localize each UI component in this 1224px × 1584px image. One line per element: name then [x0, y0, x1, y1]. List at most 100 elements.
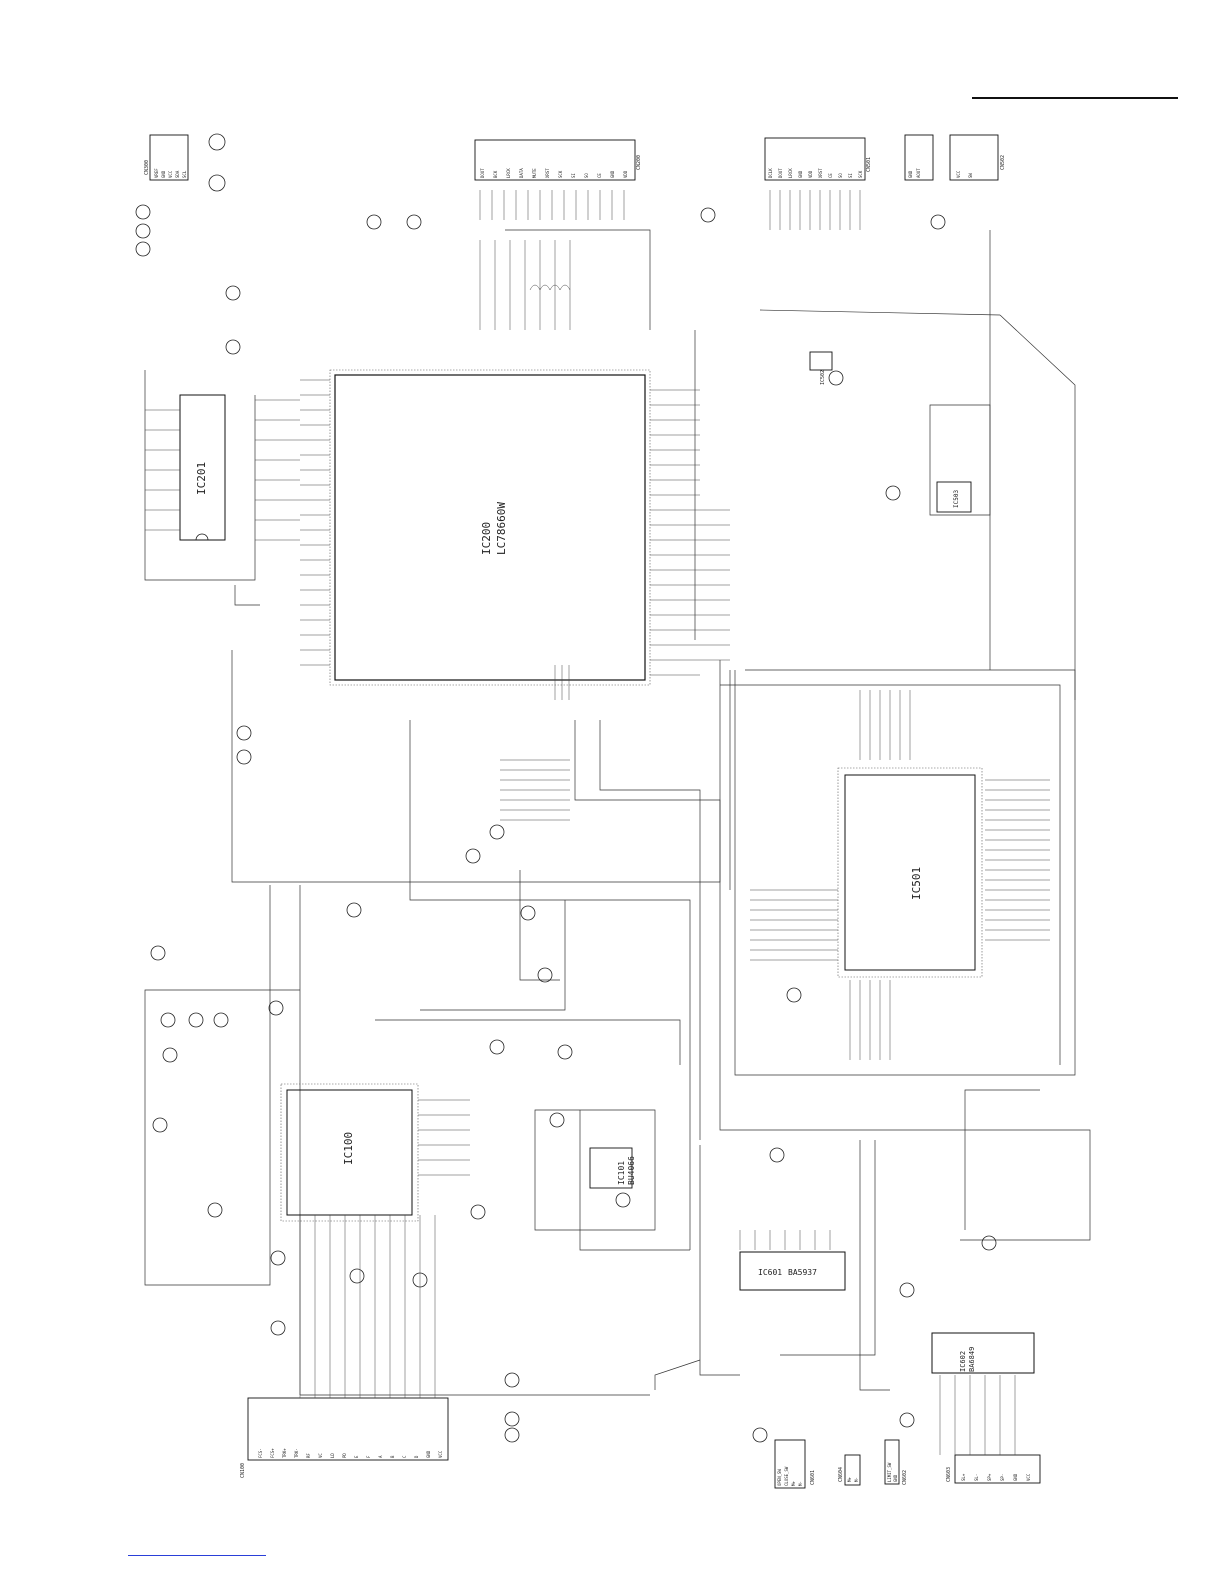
cn100-pin: FCS+: [270, 1448, 275, 1458]
test-point: [520, 905, 536, 921]
trace: [859, 1140, 890, 1391]
cn200-connector: CN200 DOUT BCK LRCK DATA MUTE XRST SCK S…: [474, 139, 642, 181]
ic601-package: IC601 BA5937: [739, 1251, 846, 1291]
test-point: [366, 214, 382, 230]
cn100-pin: B: [390, 1455, 395, 1458]
cn501-pin: SI: [848, 173, 853, 178]
cn100-connector: CN100 FCS- FCS+ TRK+ TRK- RF VC LD PD E …: [240, 1397, 449, 1478]
trace: [375, 1019, 681, 1065]
footer-link-underline[interactable]: [128, 1555, 266, 1556]
cn501-pin: SCK: [858, 170, 863, 178]
trace: [720, 684, 1061, 1065]
cn501-connector: CN501 DCLK DOUT LRCK GND VDD XRST CE SO …: [764, 137, 872, 181]
cn601-pin: M+: [791, 1481, 796, 1486]
test-point: [489, 824, 505, 840]
trace: [964, 1089, 1040, 1230]
ic601-ref: IC601: [758, 1268, 782, 1277]
cn502-connector: CN502 GND AOUT VCC SW: [904, 134, 1006, 181]
cn601-pin: CLOSE_SW: [784, 1466, 789, 1486]
trace: [574, 720, 1091, 1241]
test-point: [270, 1320, 286, 1336]
cn100-pin: E: [354, 1455, 359, 1458]
cn603-pin: VCC: [1026, 1473, 1031, 1481]
trace: [144, 370, 256, 581]
cn200-ref: CN200: [636, 155, 642, 170]
cn100-pin: FCS-: [258, 1448, 263, 1458]
cn603-pin: SP-: [1000, 1474, 1005, 1481]
test-point: [981, 1235, 997, 1251]
ic200-ref: IC200: [480, 522, 493, 555]
cn100-ref: CN100: [240, 1463, 246, 1478]
test-point: [135, 204, 151, 220]
ic503-ref: IC503: [953, 490, 960, 508]
cn300-pin: VCC: [168, 170, 173, 178]
cn100-pin: C: [402, 1455, 407, 1458]
cn100-pin: F: [366, 1455, 371, 1458]
ic101-package: IC101 BU4066: [589, 1147, 636, 1189]
test-point: [504, 1411, 520, 1427]
trace: [505, 229, 651, 330]
trace: [234, 585, 260, 606]
cn300-connector: CN300 VREF GND VCC SDA SCL: [144, 134, 189, 181]
cn602-pin: GND: [893, 1474, 898, 1482]
cn300-pin: SDA: [175, 170, 180, 178]
test-point: [504, 1427, 520, 1443]
trace: [734, 669, 1076, 1076]
cn100-pin: LD: [330, 1453, 335, 1458]
cn603-pin: SL-: [974, 1474, 979, 1481]
test-point: [899, 1282, 915, 1298]
cn200-pin: LRCK: [506, 168, 511, 178]
cn601-connector: CN601 OPEN_SW CLOSE_SW M+ M-: [774, 1439, 816, 1489]
test-point: [188, 1012, 204, 1028]
test-point: [349, 1268, 365, 1284]
ic100-package: IC100: [280, 1083, 419, 1222]
ic602-part: BA6849: [968, 1347, 976, 1372]
ic501-ref: IC501: [910, 867, 923, 900]
test-point: [135, 241, 151, 257]
trace: [519, 870, 560, 981]
cn100-pin: TRK-: [294, 1448, 299, 1458]
cn602-connector: CN602 LIMIT_SW GND: [884, 1439, 908, 1485]
cn200-pin: BCK: [493, 170, 498, 178]
test-point: [885, 485, 901, 501]
cn502-pin: SW: [968, 173, 973, 178]
cn501-pin: VDD: [808, 170, 813, 178]
test-point: [406, 214, 422, 230]
cn200-pin: MUTE: [532, 168, 537, 178]
ic200-package: IC200 LC78660W: [300, 369, 730, 686]
cn502-ref: CN502: [1000, 155, 1006, 170]
cn300-pin: SCL: [182, 170, 187, 178]
cn200-pin: SCK: [558, 170, 563, 178]
cn602-ref: CN602: [902, 1470, 908, 1485]
cn501-pin: GND: [798, 170, 803, 178]
ic101-ref: IC101: [617, 1161, 626, 1185]
cn502-pin: VCC: [956, 170, 961, 178]
header-rule: [972, 97, 1178, 99]
test-point: [899, 1412, 915, 1428]
cn300-ref: CN300: [144, 160, 150, 175]
test-point: [213, 1012, 229, 1028]
cn604-pin: M-: [854, 1477, 859, 1482]
cn300-pin: VREF: [154, 168, 159, 178]
cn501-pin: SO: [838, 173, 843, 178]
trace: [420, 900, 566, 1011]
test-point: [489, 1039, 505, 1055]
cn502-pin: AOUT: [916, 168, 921, 178]
ic201-ref: IC201: [195, 462, 208, 495]
test-point: [700, 207, 716, 223]
cn100-pin: RF: [306, 1453, 311, 1458]
cn200-pin: VDD: [623, 170, 628, 178]
test-point: [828, 370, 844, 386]
cn601-ref: CN601: [810, 1470, 816, 1485]
cn501-pin: CE: [828, 173, 833, 178]
test-point: [270, 1250, 286, 1266]
ic100-ref: IC100: [342, 1132, 355, 1165]
cn100-pin: A: [378, 1455, 383, 1458]
test-point: [930, 214, 946, 230]
test-point: [152, 1117, 168, 1133]
cn100-pin: VCC: [438, 1450, 443, 1458]
test-point: [135, 223, 151, 239]
cn603-connector: CN603 SL+ SL- SP+ SP- GND VCC: [946, 1454, 1041, 1484]
cn100-pin: TRK+: [282, 1448, 287, 1458]
